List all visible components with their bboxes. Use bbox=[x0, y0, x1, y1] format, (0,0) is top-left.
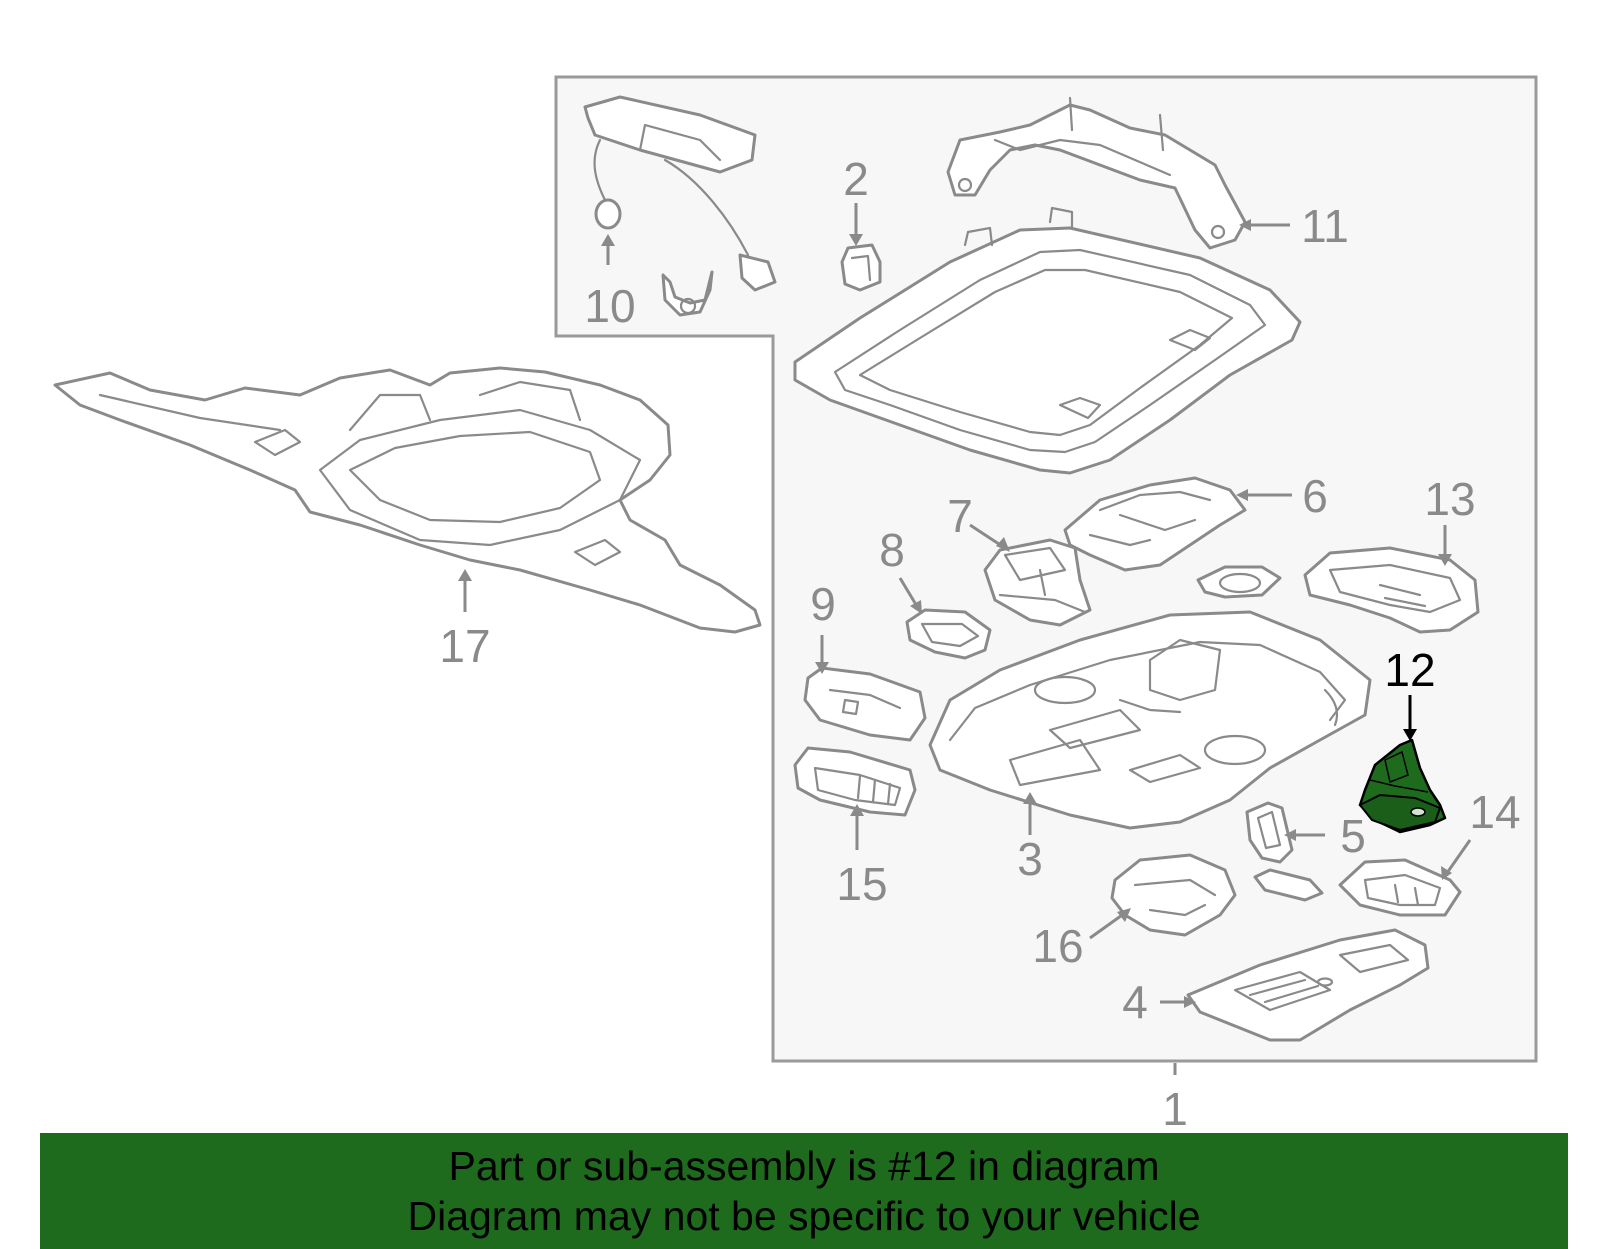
callout-8: 8 bbox=[879, 524, 905, 576]
part-6-module[interactable] bbox=[1063, 476, 1282, 599]
part-16-lamp-assembly[interactable] bbox=[1110, 853, 1324, 937]
callout-1: 1 bbox=[1162, 1083, 1188, 1135]
callout-11: 11 bbox=[1301, 200, 1349, 252]
part-3-overhead-console[interactable] bbox=[928, 610, 1372, 830]
info-banner: Part or sub-assembly is #12 in diagram D… bbox=[40, 1133, 1568, 1249]
part-15-switch-bezel[interactable] bbox=[793, 746, 917, 817]
banner-line-1: Part or sub-assembly is #12 in diagram bbox=[448, 1143, 1160, 1189]
callout-15: 15 bbox=[836, 858, 887, 910]
part-4-cover[interactable] bbox=[1186, 928, 1430, 1042]
callout-10: 10 bbox=[584, 280, 635, 332]
part-7-switch-module[interactable] bbox=[983, 538, 1092, 627]
callout-5: 5 bbox=[1340, 810, 1366, 862]
part-9-switch[interactable] bbox=[803, 666, 927, 742]
part-overhead-frame[interactable] bbox=[793, 206, 1302, 475]
banner-line-2: Diagram may not be specific to your vehi… bbox=[407, 1193, 1201, 1239]
callout-3: 3 bbox=[1017, 833, 1043, 885]
callout-14: 14 bbox=[1469, 786, 1520, 838]
part-2-clip[interactable] bbox=[840, 243, 882, 292]
part-11-bracket[interactable] bbox=[946, 96, 1247, 250]
callout-labels: 1 2 3 4 5 6 7 8 9 10 11 12 13 14 15 16 1… bbox=[439, 153, 1520, 1135]
part-10-wiring-harness[interactable] bbox=[583, 95, 777, 317]
callout-7: 7 bbox=[947, 490, 973, 542]
callout-12: 12 bbox=[1384, 644, 1435, 696]
callout-2: 2 bbox=[843, 153, 869, 205]
part-5-bracket[interactable] bbox=[1245, 801, 1294, 864]
part-8-lens[interactable] bbox=[905, 608, 992, 660]
part-12-highlighted[interactable] bbox=[1358, 738, 1447, 834]
leader-lines bbox=[458, 203, 1472, 1075]
part-17-headliner-frame[interactable] bbox=[53, 366, 762, 634]
callout-16: 16 bbox=[1032, 920, 1083, 972]
callout-17: 17 bbox=[439, 620, 490, 672]
callout-13: 13 bbox=[1424, 473, 1475, 525]
callout-9: 9 bbox=[810, 578, 836, 630]
callout-4: 4 bbox=[1122, 976, 1148, 1028]
part-14-lamp[interactable] bbox=[1338, 858, 1462, 917]
callout-6: 6 bbox=[1302, 470, 1328, 522]
part-13-bracket[interactable] bbox=[1303, 546, 1480, 634]
